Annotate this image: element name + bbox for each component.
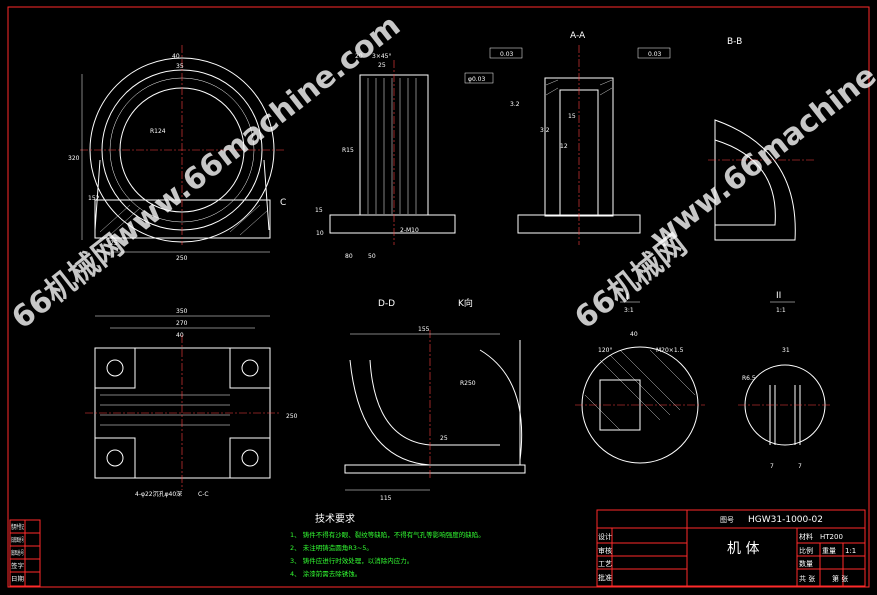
- side-register-table: 借用件登记 旧底图总号 底图总号 签字 日期: [9, 519, 41, 587]
- watermark-site-right: www.66machine.com: [643, 8, 877, 256]
- tb-sheet-label-2: 第 张: [832, 574, 848, 583]
- watermark-site-left: www.66machine.com: [103, 8, 407, 256]
- front-dim-6: 25: [110, 240, 118, 247]
- top-dim-2: 270: [176, 320, 188, 327]
- tb-row-review: 审核: [598, 546, 612, 555]
- tb-row-process: 工艺: [598, 560, 612, 568]
- side-view: 20 3×45° 25 R15 15 10 2-M10 50 80: [315, 53, 456, 260]
- dd-dim-2: R250: [460, 380, 476, 387]
- tb-scale-label: 比例: [799, 546, 813, 555]
- tb-weight-label: 重量: [822, 547, 836, 555]
- top-dim-4: 250: [286, 413, 298, 420]
- aa-dim-2: 15: [568, 113, 576, 120]
- aa-dim-1: 12: [560, 143, 568, 150]
- side-dim-4: R15: [342, 147, 354, 154]
- tb-material: HT200: [820, 533, 843, 541]
- tech-note-4: 4、 涂漆前需去除锈蚀。: [290, 569, 361, 578]
- side-dim-2: 3×45°: [372, 53, 391, 60]
- dd-dim-3: 25: [440, 435, 448, 442]
- side-dim-1: 20: [355, 53, 363, 60]
- side-table-label-4: 签字: [11, 562, 24, 570]
- tech-note-1: 1、 铸件不得有沙眼、裂纹等缺陷，不得有气孔等影响强度的缺陷。: [290, 530, 485, 539]
- side-dim-5: 15: [315, 207, 323, 214]
- tb-part-name: 机 体: [727, 541, 759, 557]
- tb-material-label: 材料: [799, 532, 813, 541]
- front-dim-1: 40: [172, 53, 180, 60]
- aa-tol-1: 0.03: [500, 51, 514, 58]
- title-block: 图号 HGW31-1000-02 材料 HT200 机 体 比例 重量 1:1 …: [596, 509, 866, 587]
- detail-i-scale: 3:1: [624, 307, 634, 314]
- tech-note-2: 2、 未注明铸造圆角R3~5。: [290, 543, 373, 552]
- detail-ii-dim-3: 7: [770, 463, 774, 470]
- side-dim-3: 25: [378, 62, 386, 69]
- detail-ii-dim-2: R6.5: [742, 375, 756, 382]
- watermark-brand-right: 66机械网: [568, 228, 693, 337]
- aa-tol-2: φ0.03: [468, 76, 486, 83]
- tech-requirements-title: 技术要求: [315, 512, 355, 525]
- detail-ii-dim-4: 7: [798, 463, 802, 470]
- top-cut-cc: C-C: [198, 491, 209, 498]
- top-view: 350 270 40 250 4-φ22沉孔φ40深 C-C: [85, 308, 298, 498]
- aa-rough-2: 3.2: [540, 127, 550, 134]
- front-cut-marker: C: [280, 198, 286, 208]
- drawing-border: [7, 6, 870, 588]
- section-aa-view: A-A 0.03 φ0.03 3.2 3.2 12 15 0.03: [464, 31, 671, 245]
- side-dim-8: 50: [368, 253, 376, 260]
- section-bb-view: B-B: [708, 37, 815, 241]
- aa-rough-1: 3.2: [510, 101, 520, 108]
- section-dd-title: D-D: [378, 299, 395, 309]
- side-table-label-1: 借用件登记: [11, 523, 24, 531]
- side-dim-6: 10: [316, 230, 324, 237]
- section-dd-view: D-D K向 155 R250 25 115: [344, 297, 526, 502]
- watermark-brand-left: 66机械网: [5, 228, 130, 337]
- tb-drawing-no: HGW31-1000-02: [748, 515, 823, 525]
- detail-i-view: I 3:1 40 120° M20×1.5: [575, 293, 705, 464]
- top-dim-3: 40: [176, 332, 184, 339]
- detail-i-dim-2: 120°: [598, 347, 612, 354]
- tech-note-3: 3、 铸件应进行时效处理，以消除内应力。: [290, 556, 413, 565]
- front-dim-2: 35: [176, 63, 184, 70]
- detail-i-dim-3: M20×1.5: [656, 347, 684, 354]
- front-dim-4: 320: [68, 155, 80, 162]
- detail-i-dim-1: 40: [630, 331, 638, 338]
- tb-row-design: 设计: [598, 532, 612, 541]
- dd-dim-4: 115: [380, 495, 392, 502]
- tb-sheet-label: 共 张: [799, 574, 815, 583]
- front-view: 40 35 R124 320 152 25 250 C: [68, 45, 286, 262]
- side-table-label-2: 旧底图总号: [11, 536, 24, 544]
- top-dim-1: 350: [176, 308, 188, 315]
- section-bb-title: B-B: [727, 37, 742, 47]
- side-dim-7: 2-M10: [400, 227, 419, 234]
- view-k-title: K向: [458, 297, 473, 309]
- detail-ii-label: II: [776, 291, 781, 301]
- tb-drawing-no-label: 图号: [720, 516, 734, 524]
- tb-qty-label: 数量: [799, 559, 813, 568]
- tb-scale-value: 1:1: [845, 547, 856, 555]
- tb-row-approve: 批准: [598, 573, 612, 582]
- tech-requirements: 技术要求 1、 铸件不得有沙眼、裂纹等缺陷，不得有气孔等影响强度的缺陷。 2、 …: [290, 512, 485, 578]
- section-aa-title: A-A: [570, 31, 586, 41]
- aa-tol-3: 0.03: [648, 51, 662, 58]
- side-table-label-5: 日期: [11, 575, 24, 583]
- front-dim-3: R124: [150, 128, 166, 135]
- detail-i-label: I: [626, 293, 629, 303]
- detail-ii-view: II 1:1 31 R6.5 7 7: [738, 291, 830, 470]
- front-dim-5: 152: [88, 195, 100, 202]
- dd-dim-1: 155: [418, 326, 430, 333]
- detail-ii-scale: 1:1: [776, 307, 786, 314]
- front-dim-7: 250: [176, 255, 188, 262]
- detail-ii-dim-1: 31: [782, 347, 790, 354]
- side-table-label-3: 底图总号: [11, 549, 24, 557]
- top-note: 4-φ22沉孔φ40深: [135, 490, 182, 498]
- side-dim-9: 80: [345, 253, 353, 260]
- watermarks: www.66machine.com 66机械网 www.66machine.co…: [5, 8, 877, 336]
